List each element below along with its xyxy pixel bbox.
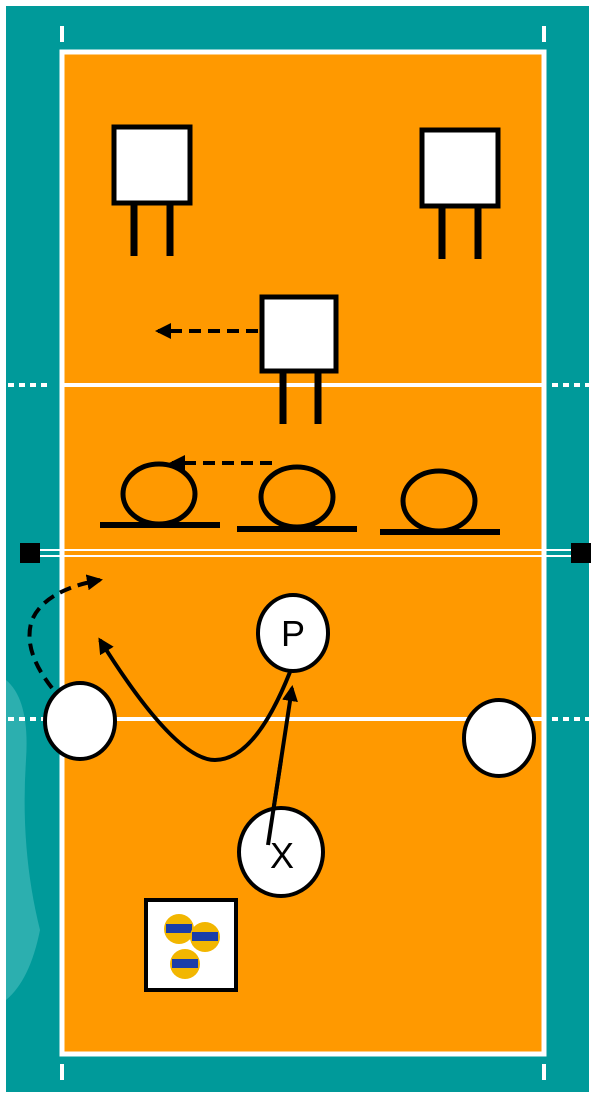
- opponent-player: [419, 127, 501, 259]
- net: [20, 543, 591, 563]
- volleyball-icon: FIVB: [190, 922, 220, 952]
- player-right: [462, 698, 536, 778]
- court-boundary: [59, 49, 547, 1057]
- blocker: [100, 461, 220, 528]
- net-post-right: [571, 543, 591, 563]
- volleyball-icon: FIVB: [164, 914, 194, 944]
- ball-brand-label: FIVB: [171, 926, 187, 933]
- blocker: [237, 464, 357, 532]
- attacker-player: [43, 681, 117, 761]
- ball-brand-label: FIVB: [177, 961, 193, 968]
- approach-path: [27, 574, 103, 690]
- net-post-left: [20, 543, 40, 563]
- toss-arrow-overlay: [266, 759, 283, 846]
- tosser-label: X: [270, 835, 294, 876]
- blocker: [380, 468, 500, 535]
- opponent-player: [111, 124, 193, 256]
- tosser-player: X: [237, 806, 325, 898]
- ball-brand-label: FIVB: [197, 934, 213, 941]
- volleyball-icon: FIVB: [170, 949, 200, 979]
- opponent-player: [259, 294, 339, 424]
- setter-label: P: [281, 613, 305, 654]
- decorative-patch: [6, 680, 40, 1000]
- set-path: [98, 637, 292, 763]
- volleyball-basket-icon: FIVB FIVB FIVB: [144, 898, 238, 992]
- setter-player: P: [256, 593, 330, 673]
